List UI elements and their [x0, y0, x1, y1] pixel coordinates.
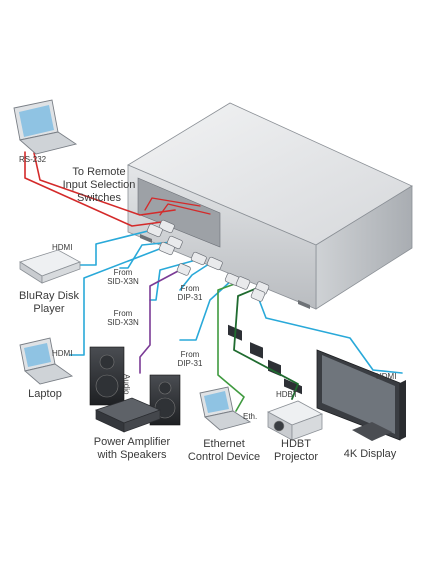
dip-cable-1 — [179, 261, 213, 291]
ethernet-cable — [217, 281, 245, 412]
projector-line1: HDBT — [281, 438, 311, 450]
laptop-display — [19, 105, 54, 137]
sid-cable-2 — [149, 259, 197, 301]
plug — [146, 223, 163, 238]
power-amp-label: Power Amplifier with Speakers — [78, 436, 186, 462]
from-dip-label-1: From DIP-31 — [170, 284, 210, 302]
plug — [235, 276, 251, 290]
lan-port — [250, 342, 263, 359]
plug — [190, 251, 207, 266]
from-dip-1-line2: DIP-31 — [177, 293, 203, 302]
power-port — [284, 378, 302, 395]
hdmi-laptop — [19, 337, 74, 385]
display-screen — [322, 355, 395, 434]
power-amp-line1: Power Amplifier — [93, 436, 171, 448]
projector-side — [291, 413, 323, 441]
from-sid-1-line2: SID-X3N — [107, 277, 139, 286]
power-amplifier-speakers — [89, 346, 181, 433]
plug — [158, 219, 175, 234]
bluray-player — [19, 249, 81, 284]
audio-label: Audio — [122, 374, 131, 395]
player-side — [41, 261, 81, 284]
rs232-cable — [33, 152, 176, 216]
audio-cable — [139, 269, 181, 374]
hdbt-cable-label: HDBT — [276, 390, 298, 399]
projector-lens — [273, 420, 285, 432]
to-remote-label: To Remote Input Selection Switches — [52, 166, 146, 205]
ethernet-control-laptop — [199, 386, 252, 431]
laptop-base — [24, 363, 74, 385]
ethernet-line1: Ethernet — [203, 438, 245, 450]
projector-label: HDBT Projector — [264, 438, 328, 464]
laptop-display — [24, 343, 51, 367]
eth-label: Eth. — [243, 412, 258, 421]
plug — [176, 263, 191, 276]
woofer — [95, 374, 119, 398]
unit-foot — [298, 300, 310, 309]
hdbt-port — [268, 359, 281, 377]
bluray-line1: BluRay Disk — [19, 290, 79, 302]
from-sid-2-line2: SID-X3N — [107, 318, 139, 327]
tweeter — [99, 354, 115, 370]
laptop-label: Laptop — [28, 388, 62, 400]
ethernet-line2: Control Device — [187, 451, 261, 463]
display-label: 4K Display — [343, 448, 397, 460]
rs232-label: RS-232 — [19, 155, 47, 164]
laptop-display — [204, 391, 229, 413]
tweeter — [158, 381, 172, 395]
from-dip-2-line1: From — [180, 350, 200, 359]
cables — [24, 151, 403, 412]
plug — [206, 256, 223, 271]
dip-cable-2 — [179, 279, 233, 341]
display-edge — [400, 380, 406, 440]
hdmi-laptop-cable — [69, 247, 163, 356]
laptop-base — [204, 410, 252, 431]
remote-switch-wire — [144, 197, 201, 211]
from-dip-label-2: From DIP-31 — [170, 350, 210, 368]
4k-display — [316, 349, 406, 441]
from-sid-1-line1: From — [113, 268, 133, 277]
bluray-line2: Player — [33, 303, 65, 315]
hdmi-display-cable — [257, 296, 403, 374]
from-sid-label-2: From SID-X3N — [103, 309, 143, 327]
laptop-base — [19, 131, 78, 155]
display-stand — [352, 422, 392, 441]
switcher-unit — [127, 102, 413, 395]
plug — [250, 288, 266, 302]
cable-connectors — [146, 219, 270, 302]
sid-cable-1 — [119, 241, 173, 269]
from-dip-2-line2: DIP-31 — [177, 359, 203, 368]
from-sid-label-1: From SID-X3N — [103, 268, 143, 286]
from-sid-2-line1: From — [113, 309, 133, 318]
projector-line2: Projector — [273, 451, 319, 463]
rs232-cable — [24, 151, 163, 227]
remote-switch-wire — [159, 203, 211, 216]
to-remote-line1: To Remote — [72, 166, 126, 178]
terminal-strip — [137, 177, 221, 248]
hdmi-laptop-label: HDMI — [52, 349, 73, 358]
bluray-label: BluRay Disk Player — [14, 290, 84, 316]
to-remote-line2: Input Selection — [62, 179, 136, 191]
hdmi-bluray-label: HDMI — [52, 243, 73, 252]
unit-foot — [140, 234, 152, 243]
ethernet-label: Ethernet Control Device — [184, 438, 264, 464]
hdmi-display-label: HDMI — [376, 372, 397, 381]
rs232-laptop — [13, 99, 78, 155]
amp-side — [123, 409, 161, 433]
hdbt-projector — [267, 400, 323, 441]
hdbt-cable — [233, 285, 299, 400]
to-remote-line3: Switches — [76, 192, 122, 204]
plug — [158, 241, 175, 256]
hdmi-bluray-cable — [79, 229, 153, 266]
power-amp-line2: with Speakers — [97, 449, 167, 461]
from-dip-1-line1: From — [180, 284, 200, 293]
